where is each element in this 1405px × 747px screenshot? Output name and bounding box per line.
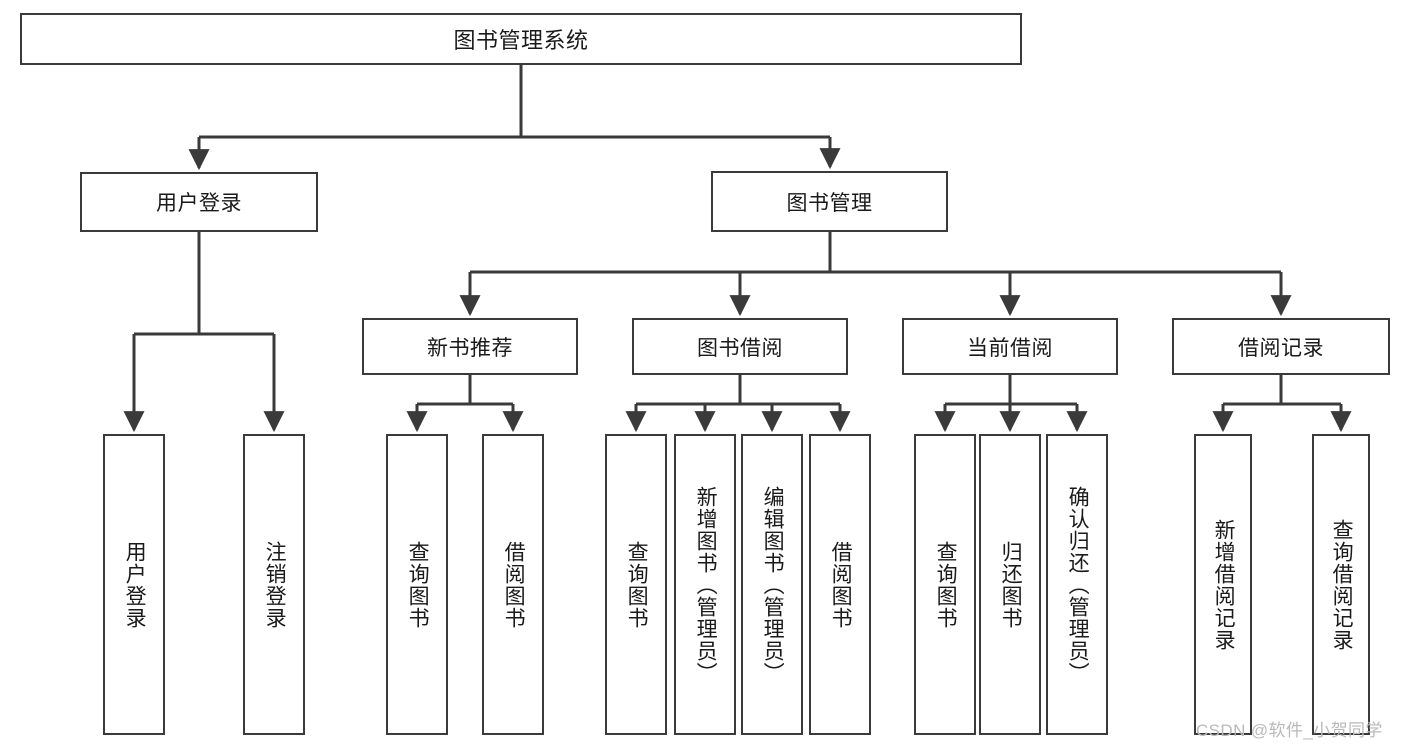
- csdn-watermark: CSDN @软件_小贺同学: [1196, 721, 1383, 740]
- leaf-label: 编辑图书（管理员）: [761, 485, 785, 684]
- leaf-label: 用户登录: [123, 540, 147, 629]
- leaf-return-book[interactable]: 归还图书: [979, 434, 1041, 735]
- leaf-label: 归还图书: [999, 540, 1023, 629]
- leaf-label: 确认归还（管理员）: [1066, 485, 1090, 684]
- node-root[interactable]: 图书管理系统: [20, 13, 1022, 65]
- node-book-management[interactable]: 图书管理: [711, 171, 948, 232]
- leaf-label: 借阅图书: [829, 540, 853, 629]
- leaf-borrow-book[interactable]: 借阅图书: [809, 434, 871, 735]
- leaf-confirm-return-admin[interactable]: 确认归还（管理员）: [1046, 434, 1108, 735]
- node-user-login[interactable]: 用户登录: [80, 172, 318, 232]
- leaf-add-borrow-record[interactable]: 新增借阅记录: [1194, 434, 1252, 735]
- node-new-book-recommend[interactable]: 新书推荐: [362, 318, 578, 375]
- node-book-borrow[interactable]: 图书借阅: [632, 318, 848, 375]
- leaf-label: 借阅图书: [502, 540, 526, 629]
- leaf-user-login[interactable]: 用户登录: [103, 434, 165, 735]
- leaf-query-book-recommend[interactable]: 查询图书: [386, 434, 448, 735]
- leaf-query-book-borrow[interactable]: 查询图书: [605, 434, 667, 735]
- leaf-label: 查询图书: [934, 540, 958, 629]
- leaf-query-book-current[interactable]: 查询图书: [914, 434, 976, 735]
- leaf-add-book-admin[interactable]: 新增图书（管理员）: [674, 434, 736, 735]
- leaf-logout[interactable]: 注销登录: [243, 434, 305, 735]
- leaf-borrow-book-recommend[interactable]: 借阅图书: [482, 434, 544, 735]
- leaf-label: 查询图书: [625, 540, 649, 629]
- leaf-label: 注销登录: [263, 540, 287, 629]
- leaf-label: 新增图书（管理员）: [694, 485, 718, 684]
- leaf-label: 查询图书: [406, 540, 430, 629]
- leaf-query-borrow-record[interactable]: 查询借阅记录: [1312, 434, 1370, 735]
- leaf-edit-book-admin[interactable]: 编辑图书（管理员）: [741, 434, 803, 735]
- node-borrow-record[interactable]: 借阅记录: [1172, 318, 1390, 375]
- node-current-borrow[interactable]: 当前借阅: [902, 318, 1118, 375]
- leaf-label: 新增借阅记录: [1212, 518, 1236, 651]
- leaf-label: 查询借阅记录: [1330, 518, 1354, 651]
